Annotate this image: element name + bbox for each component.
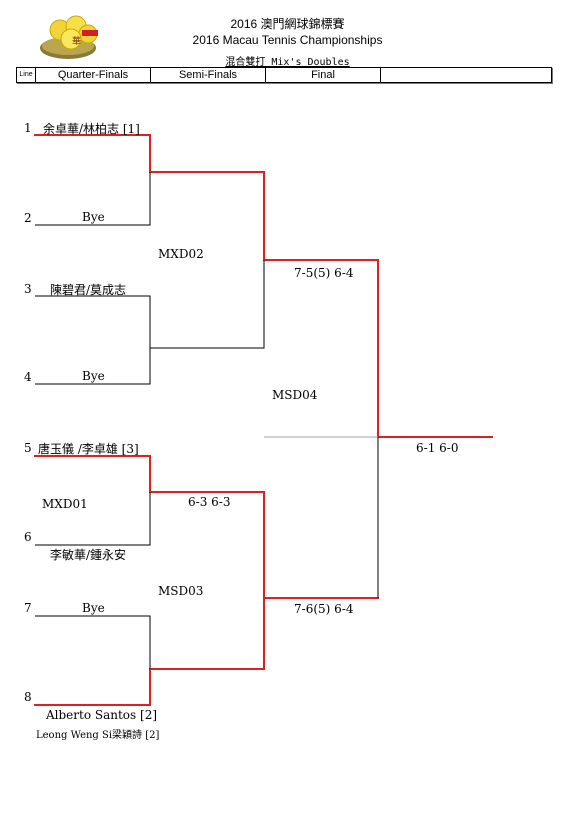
line6 <box>35 492 151 546</box>
match-code: MSD04 <box>272 388 318 402</box>
title-en: 2016 Macau Tennis Championships <box>192 33 383 47</box>
line2 <box>35 172 151 226</box>
line-number: 6 <box>24 530 32 544</box>
round-final-header: Final <box>266 68 381 82</box>
round-sf-header: Semi-Finals <box>151 68 266 82</box>
tournament-logo: 華 <box>38 12 110 62</box>
entry-name: 陳碧君/莫成志 <box>50 283 127 297</box>
entry-name: Bye <box>82 210 105 224</box>
line-number: 1 <box>24 121 32 135</box>
score-champion: 6-1 6-0 <box>416 441 459 455</box>
entry-name: Bye <box>82 601 105 615</box>
entry-name: 唐玉儀 /李卓雄 [3] <box>38 442 139 456</box>
line-number: 5 <box>24 441 32 455</box>
event-name: 混合雙打 Mix's Doubles <box>225 57 350 68</box>
match-code: MXD02 <box>158 247 204 261</box>
score-final-bottom: 7-6(5) 6-4 <box>294 602 354 616</box>
entry-name: 余卓華/林柏志 [1] <box>43 122 140 136</box>
line-number: 2 <box>24 211 32 225</box>
match-code: MSD03 <box>158 584 204 598</box>
line-number: 8 <box>24 690 32 704</box>
entry-name: Alberto Santos [2] <box>46 708 158 722</box>
title-zh: 2016 澳門網球錦標賽 <box>230 17 345 31</box>
score-sf-bottom: 6-3 6-3 <box>188 495 231 509</box>
line7 <box>35 615 151 669</box>
line5-winner <box>34 455 379 599</box>
logo-graphic: 華 <box>40 15 98 59</box>
round-qf-header: Quarter-Finals <box>36 68 151 82</box>
line3 <box>35 260 265 349</box>
entry-name: Bye <box>82 369 105 383</box>
line-number: 4 <box>24 370 32 384</box>
round-line-header: Line <box>17 68 36 82</box>
line-number: 7 <box>24 601 32 615</box>
match-code: MXD01 <box>42 497 88 511</box>
line-number: 3 <box>24 282 32 296</box>
line1-winner <box>34 134 493 438</box>
entry-name: 李敏華/鍾永安 <box>50 548 127 562</box>
round-header: Line Quarter-Finals Semi-Finals Final <box>16 67 552 83</box>
score-final-top: 7-5(5) 6-4 <box>294 266 354 280</box>
svg-text:華: 華 <box>72 35 81 47</box>
entry-subname: Leong Weng Si梁穎詩 [2] <box>36 730 160 741</box>
line4 <box>35 348 151 385</box>
